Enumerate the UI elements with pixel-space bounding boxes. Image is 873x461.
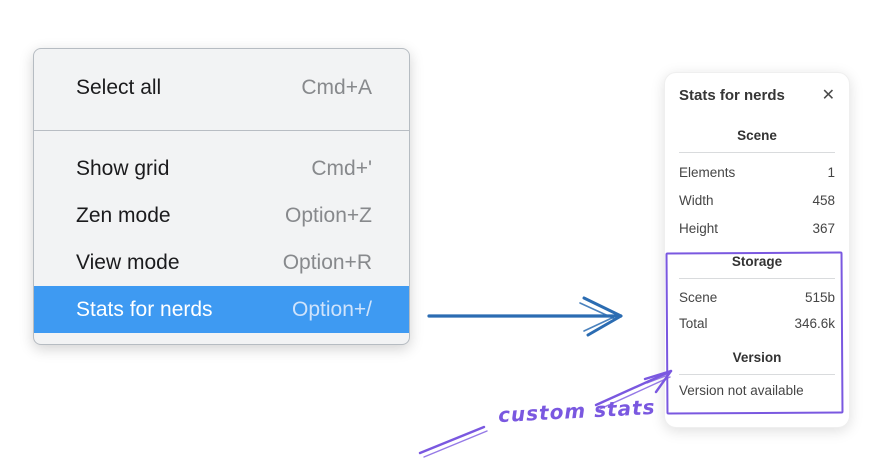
section-divider: [679, 152, 835, 153]
stat-row-scene-storage: Scene 515b: [679, 284, 835, 310]
close-icon[interactable]: ✕: [821, 86, 835, 104]
stat-value: 1: [827, 164, 835, 180]
stat-value: 515b: [804, 289, 835, 305]
stat-row-total-storage: Total 346.6k: [679, 310, 835, 336]
stat-value: 346.6k: [794, 315, 835, 331]
menu-divider: [34, 130, 409, 131]
stat-row-width: Width 458: [679, 186, 835, 214]
section-divider: [679, 278, 835, 279]
menu-item-shortcut: Cmd+A: [301, 75, 372, 99]
section-heading: Storage: [731, 254, 783, 269]
stat-value: 458: [812, 192, 835, 208]
menu-group-top: Select all Cmd+A: [34, 49, 409, 111]
stats-section-storage: Storage Scene 515b Total 346.6k: [679, 254, 835, 336]
menu-item-shortcut: Option+/: [292, 297, 372, 321]
section-heading: Version: [732, 350, 782, 365]
annotation-label: custom stats: [497, 394, 657, 428]
stats-section-version: Version Version not available: [679, 350, 835, 398]
menu-item-label: Show grid: [76, 156, 170, 180]
menu-item-label: Zen mode: [76, 203, 171, 227]
menu-item-label: View mode: [76, 250, 180, 274]
annotation-box: [665, 251, 844, 415]
stat-row-height: Height 367: [679, 214, 835, 242]
version-note: Version not available: [679, 383, 804, 398]
section-divider: [679, 374, 835, 375]
stat-label: Scene: [679, 289, 718, 305]
menu-item-shortcut: Option+R: [282, 250, 372, 274]
stat-label: Height: [679, 220, 719, 236]
stat-row-elements: Elements 1: [679, 158, 835, 186]
stats-panel-title: Stats for nerds: [679, 87, 785, 104]
stat-label: Elements: [679, 164, 736, 180]
stats-panel-header: Stats for nerds ✕: [679, 87, 835, 104]
menu-item-shortcut: Option+Z: [285, 203, 372, 227]
menu-item-label: Select all: [76, 75, 162, 99]
stat-label: Total: [679, 315, 708, 331]
menu-item-label: Stats for nerds: [76, 297, 213, 321]
context-menu: Select all Cmd+A Show grid Cmd+' Zen mod…: [33, 48, 410, 345]
section-heading: Scene: [737, 128, 777, 143]
menu-item-select-all[interactable]: Select all Cmd+A: [34, 64, 409, 111]
stats-panel: Stats for nerds ✕ Scene Elements 1 Width…: [664, 72, 850, 428]
menu-group-bottom: Show grid Cmd+' Zen mode Option+Z View m…: [34, 131, 409, 346]
stats-section-scene: Scene Elements 1 Width 458 Height 367: [679, 128, 835, 242]
menu-item-shortcut: Cmd+': [311, 156, 372, 180]
stat-label: Width: [679, 192, 714, 208]
menu-item-show-grid[interactable]: Show grid Cmd+': [34, 145, 409, 192]
menu-item-view-mode[interactable]: View mode Option+R: [34, 239, 409, 286]
blue-arrow: [427, 296, 623, 337]
menu-item-stats-for-nerds[interactable]: Stats for nerds Option+/: [34, 286, 409, 333]
menu-item-zen-mode[interactable]: Zen mode Option+Z: [34, 192, 409, 239]
stat-value: 367: [812, 220, 835, 236]
